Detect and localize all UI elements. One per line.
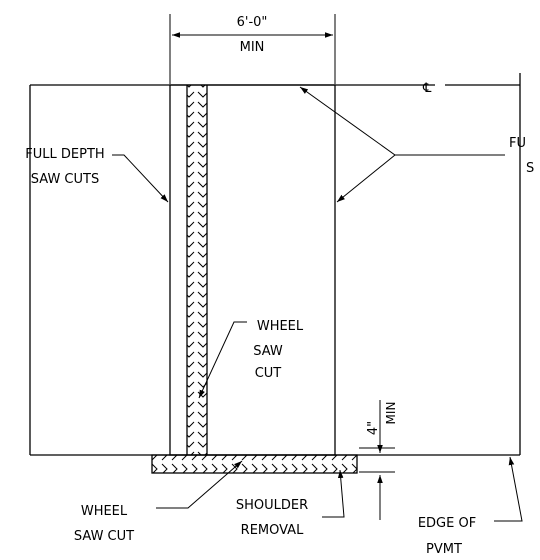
edge-line1: EDGE OF [418, 516, 476, 531]
wheel-lower-leader [156, 460, 243, 509]
full-depth-label-line1: FULL DEPTH [25, 147, 104, 162]
right-leader-side [336, 154, 396, 203]
width-value: 6'-0" [237, 15, 268, 30]
wheel-lower-line2: SAW CUT [74, 529, 134, 544]
depth-qualifier: MIN [384, 402, 398, 425]
shoulder-removal-hatch [152, 455, 357, 473]
full-depth-leader [112, 154, 169, 203]
edge-leader [494, 456, 523, 522]
full-depth-label-line2: SAW CUTS [31, 172, 99, 187]
wheel-upper-line1: WHEEL [257, 319, 304, 334]
right-label-line2: S [526, 161, 534, 176]
wheel-lower-line1: WHEEL [81, 504, 128, 519]
wheel-upper-line3: CUT [255, 366, 282, 381]
shoulder-leader [322, 469, 345, 518]
wheel-saw-cut-hatch [187, 85, 207, 455]
shoulder-line2: REMOVAL [241, 523, 304, 538]
depth-value: 4" [366, 421, 381, 435]
right-leader-top [299, 86, 505, 156]
centerline-symbol: ℄ [422, 81, 432, 96]
wheel-upper-line2: SAW [253, 344, 283, 359]
wheel-upper-leader [198, 321, 247, 399]
right-label-line1: FU [509, 136, 526, 151]
shoulder-line1: SHOULDER [236, 498, 308, 513]
width-qualifier: MIN [240, 40, 265, 55]
edge-line2: PVMT [426, 542, 462, 557]
